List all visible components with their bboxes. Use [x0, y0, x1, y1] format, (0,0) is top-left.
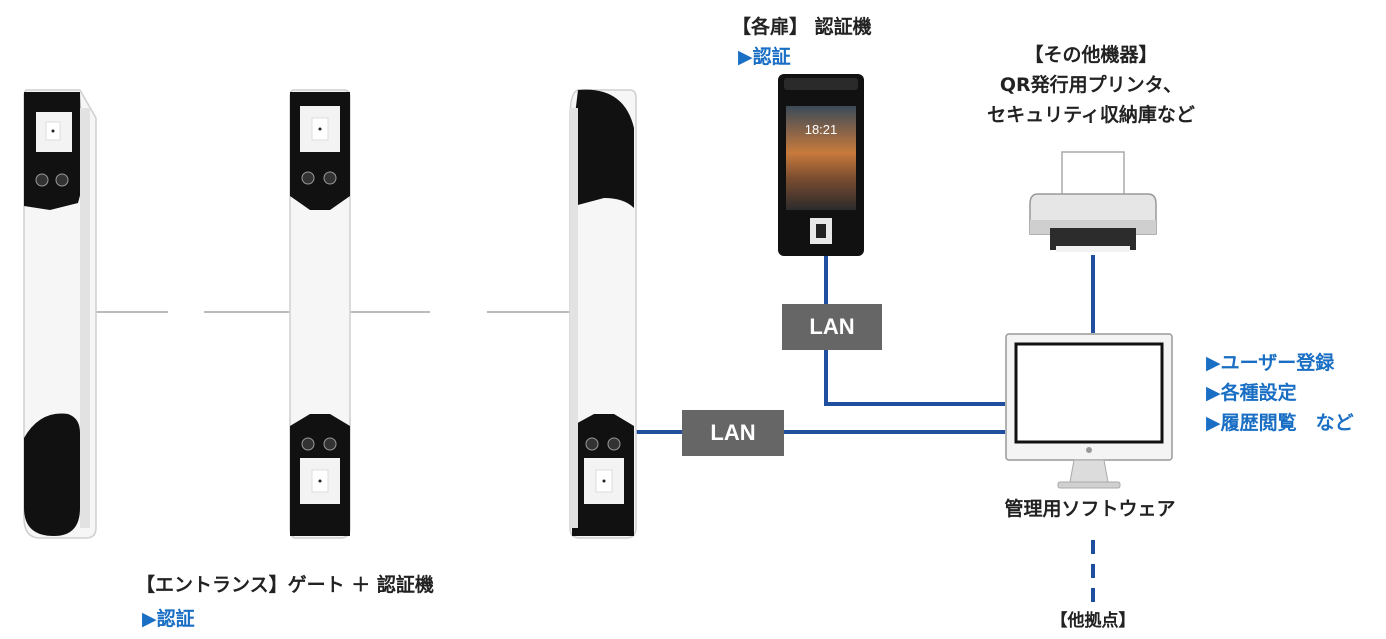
entrance-title: 【エントランス】ゲート ＋ 認証機 [136, 574, 434, 596]
terminal-clock: 18:21 [804, 122, 838, 137]
management-pc-monitor [1005, 333, 1173, 489]
other-devices-title: 【その他機器】 [1024, 44, 1158, 66]
door-terminal-title: 【各扉】 認証機 [732, 16, 872, 38]
feature-user-registration: ▶ユーザー登録 [1206, 352, 1335, 374]
printer-icon [1029, 151, 1157, 252]
feature-settings: ▶各種設定 [1206, 382, 1297, 404]
other-devices-line1: QR発行用プリンタ、 [999, 74, 1183, 96]
entrance-auth-label: ▶認証 [142, 608, 195, 630]
door-auth-label: ▶認証 [738, 46, 791, 68]
lan-box-terminal: LAN [782, 304, 882, 350]
gate-pillar-left [23, 89, 97, 539]
software-title: 管理用ソフトウェア [1004, 498, 1176, 520]
lan-box-gate: LAN [682, 410, 784, 456]
gate-pillar-right [569, 89, 637, 539]
other-site-label: 【他拠点】 [1050, 611, 1136, 631]
door-authentication-terminal [778, 74, 864, 256]
other-devices-line2: セキュリティ収納庫など [987, 104, 1195, 126]
gate-pillar-middle [289, 89, 351, 539]
feature-history: ▶履歴閲覧 など [1206, 412, 1354, 434]
